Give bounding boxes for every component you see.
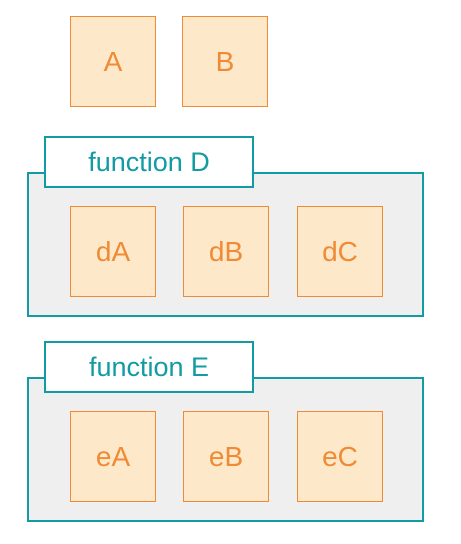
box-da: dA — [70, 206, 156, 297]
box-dc: dC — [297, 206, 383, 297]
box-eb: eB — [183, 411, 269, 502]
box-ec: eC — [297, 411, 383, 502]
function-e-label: function E — [44, 341, 254, 393]
box-a: A — [70, 16, 156, 107]
box-ea: eA — [70, 411, 156, 502]
box-db: dB — [183, 206, 269, 297]
function-d-label: function D — [44, 136, 254, 188]
box-b: B — [182, 16, 268, 107]
